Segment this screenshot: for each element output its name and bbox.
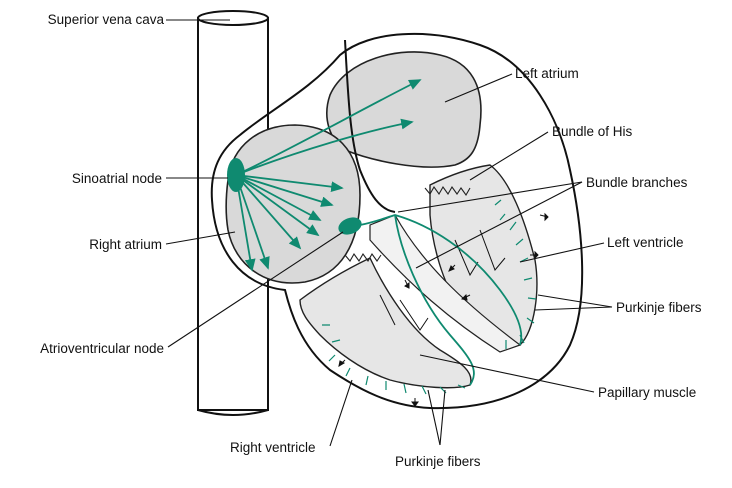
- purkinje-fibers-network: [322, 199, 537, 395]
- label-left-ventricle: Left ventricle: [607, 235, 684, 250]
- label-purkinje-fibers-right: Purkinje fibers: [616, 300, 702, 315]
- label-bundle-branches: Bundle branches: [586, 175, 688, 190]
- papillary-muscles: [379, 229, 506, 331]
- atrioventricular-node: [338, 217, 362, 235]
- label-sinoatrial-node: Sinoatrial node: [72, 171, 162, 186]
- interventricular-septum: [369, 214, 522, 353]
- bundle-of-his-path: [359, 214, 396, 226]
- heart-outline: [210, 32, 584, 410]
- label-bundle-of-his: Bundle of His: [552, 124, 633, 139]
- label-right-atrium: Right atrium: [89, 237, 162, 252]
- sa-conduction-arrows: [235, 79, 422, 272]
- label-atrioventricular-node: Atrioventricular node: [40, 341, 164, 356]
- label-left-atrium: Left atrium: [515, 66, 579, 81]
- label-papillary-muscle: Papillary muscle: [598, 385, 696, 400]
- right-bundle-branch: [394, 214, 475, 386]
- ventricle-flow-arrows: [338, 212, 549, 407]
- label-right-ventricle: Right ventricle: [230, 440, 316, 455]
- valve-teeth-left: [424, 185, 471, 197]
- label-purkinje-fibers-bottom: Purkinje fibers: [395, 454, 481, 469]
- valve-teeth-right: [344, 252, 382, 263]
- septum-midline: [344, 39, 396, 213]
- sinoatrial-node: [227, 158, 245, 192]
- label-superior-vena-cava: Superior vena cava: [48, 12, 165, 27]
- left-bundle-branch: [394, 214, 523, 346]
- leader-lines: [165, 19, 613, 447]
